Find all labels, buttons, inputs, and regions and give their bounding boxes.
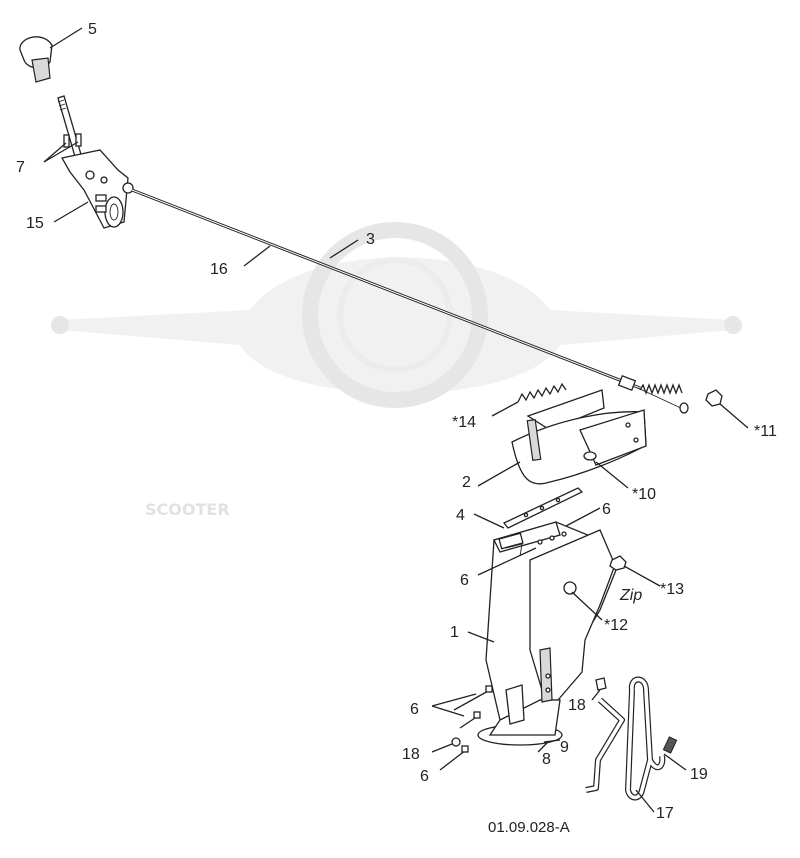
callout-4: 4: [456, 507, 465, 524]
spring-part-14: [491, 382, 567, 417]
watermark-script: Zip: [619, 587, 642, 604]
callout-6-bottom: 6: [420, 768, 429, 785]
nut-part-18: [591, 677, 607, 701]
callout-3: 3: [366, 231, 375, 248]
callout-labels: 5 7 15 16 3 *11 *14 2 *10 4 6 6 *13 *12 …: [16, 21, 777, 822]
callout-16: 16: [210, 261, 228, 278]
deflector-part-2: [477, 389, 647, 489]
bolt-set-6: [431, 685, 493, 771]
callout-6-mid: 6: [460, 572, 469, 589]
callout-18-right: 18: [568, 697, 586, 714]
cable-spring: [639, 383, 683, 395]
callout-2: 2: [462, 474, 471, 491]
nut-part-11: [705, 389, 749, 429]
callout-19: 19: [690, 766, 708, 783]
callout-15: 15: [26, 215, 44, 232]
diagram-id: 01.09.028-A: [488, 819, 570, 836]
callout-13: *13: [660, 581, 684, 598]
callout-14: *14: [452, 414, 476, 431]
callout-6-top: 6: [602, 501, 611, 518]
chute-part-1: [467, 507, 617, 753]
washer-part-13: [609, 555, 661, 587]
watermark-brand: SCOOTER: [145, 500, 230, 519]
callout-11: *11: [754, 423, 777, 440]
callout-6-left: 6: [410, 701, 419, 718]
callout-12: *12: [604, 617, 628, 634]
callout-5: 5: [88, 21, 97, 38]
callout-18-left: 18: [402, 746, 420, 763]
callout-9: 9: [560, 739, 569, 756]
callout-1: 1: [450, 624, 459, 641]
crank-rod-part-17: [585, 676, 666, 813]
control-cable: [131, 188, 689, 414]
spring-part-19: [662, 736, 687, 771]
callout-17: 17: [656, 805, 674, 822]
knob-part: [19, 27, 83, 83]
callout-10: *10: [632, 486, 656, 503]
callout-7: 7: [16, 159, 25, 176]
plate-part-4: [473, 487, 584, 529]
callout-8: 8: [542, 751, 551, 768]
shift-lever-assembly: [43, 95, 134, 229]
